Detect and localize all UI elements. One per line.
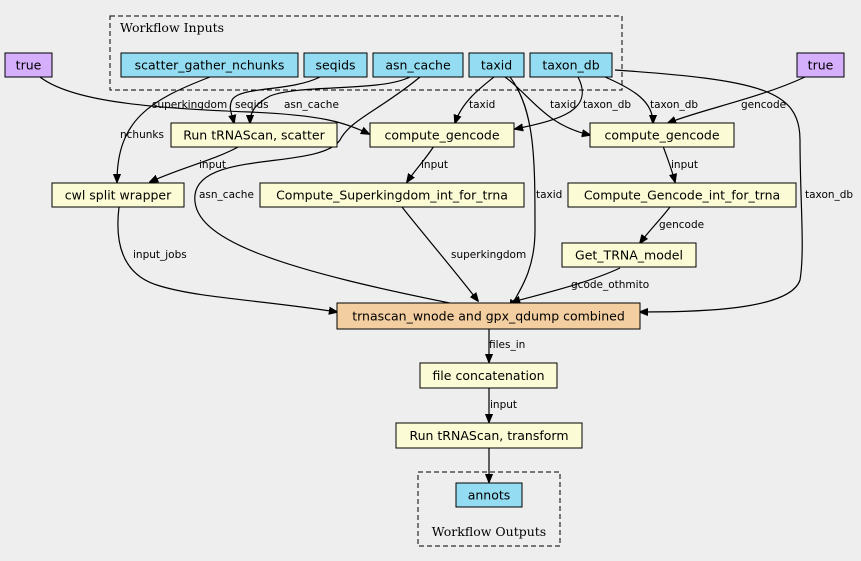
edge-gcode-othmito	[512, 267, 621, 302]
node-taxon-db[interactable]: taxon_db	[529, 52, 613, 78]
node-compute-gencode-2[interactable]: compute_gencode	[589, 122, 735, 148]
edges	[39, 69, 806, 482]
node-trnascan-combined[interactable]: trnascan_wnode and gpx_qdump combined	[336, 302, 641, 330]
edge-input-3	[662, 145, 675, 182]
node-true-left[interactable]: true	[4, 52, 53, 78]
label-files-in: files_in	[489, 339, 525, 351]
nodes: true true scatter_gather_nchunks seqids …	[4, 52, 845, 508]
node-run-trnascan-transform[interactable]: Run tRNAScan, transform	[395, 422, 583, 449]
svg-text:cwl split wrapper: cwl split wrapper	[65, 188, 172, 203]
node-run-trnascan-scatter[interactable]: Run tRNAScan, scatter	[170, 122, 338, 148]
edge-gencode-mid	[640, 206, 671, 243]
label-asn-cache-long: asn_cache	[199, 189, 254, 201]
label-taxid-1: taxid	[469, 99, 495, 111]
label-input-4: input	[490, 399, 517, 411]
svg-text:annots: annots	[468, 488, 511, 503]
edge-taxon-db-long	[614, 69, 803, 312]
label-taxon-db-1: taxon_db	[583, 99, 631, 111]
label-taxon-db-2: taxon_db	[650, 99, 698, 111]
node-taxid[interactable]: taxid	[468, 52, 525, 78]
edge-taxid-2	[504, 76, 590, 135]
edge-seqids	[230, 76, 321, 123]
node-compute-superkingdom[interactable]: Compute_Superkingdom_int_for_trna	[259, 182, 525, 208]
node-compute-gencode-int[interactable]: Compute_Gencode_int_for_trna	[567, 182, 797, 208]
svg-text:taxon_db: taxon_db	[542, 58, 599, 73]
node-scatter-gather-nchunks[interactable]: scatter_gather_nchunks	[120, 52, 299, 78]
label-asn-cache-top: asn_cache	[284, 99, 339, 111]
svg-text:true: true	[808, 58, 834, 73]
edge-input-1	[150, 145, 241, 182]
edge-input-2	[407, 145, 435, 182]
label-input-1: input	[199, 159, 226, 171]
svg-text:compute_gencode: compute_gencode	[604, 128, 719, 143]
label-input-jobs: input_jobs	[133, 249, 187, 261]
label-taxid-long: taxid	[536, 189, 562, 201]
node-file-concatenation[interactable]: file concatenation	[419, 362, 558, 389]
svg-text:trnascan_wnode and gpx_qdump c: trnascan_wnode and gpx_qdump combined	[352, 309, 625, 324]
svg-text:asn_cache: asn_cache	[385, 58, 451, 73]
edge-labels: superkingdom seqids asn_cache taxid taxi…	[120, 99, 853, 411]
node-cwl-split-wrapper[interactable]: cwl split wrapper	[51, 182, 185, 208]
edge-superkingdom-mid	[401, 206, 478, 301]
label-seqids: seqids	[235, 99, 269, 111]
edge-asn-cache-long	[194, 76, 475, 308]
label-superkingdom-mid: superkingdom	[451, 249, 526, 261]
edge-taxid-1	[455, 76, 495, 123]
edge-taxon-db-2	[604, 76, 653, 123]
edge-true-to-compute-gencode	[39, 76, 369, 134]
node-asn-cache[interactable]: asn_cache	[372, 52, 464, 78]
edge-taxid-long	[510, 76, 536, 308]
edge-asn-cache-top	[250, 76, 411, 123]
label-input-3: input	[671, 159, 698, 171]
edge-taxon-db-1	[515, 76, 583, 129]
svg-text:scatter_gather_nchunks: scatter_gather_nchunks	[135, 58, 285, 73]
svg-text:Run tRNAScan, transform: Run tRNAScan, transform	[409, 428, 568, 443]
svg-text:Get_TRNA_model: Get_TRNA_model	[575, 248, 683, 263]
workflow-outputs-title: Workflow Outputs	[432, 524, 546, 539]
edge-gencode-top	[668, 76, 806, 123]
svg-text:taxid: taxid	[481, 58, 512, 73]
label-input-2: input	[421, 159, 448, 171]
label-nchunks: nchunks	[120, 129, 164, 141]
label-taxid-2: taxid	[550, 99, 576, 111]
edge-nchunks	[117, 76, 211, 182]
svg-text:true: true	[16, 58, 42, 73]
node-seqids[interactable]: seqids	[303, 52, 368, 78]
svg-text:Compute_Gencode_int_for_trna: Compute_Gencode_int_for_trna	[584, 188, 780, 203]
node-true-right[interactable]: true	[796, 52, 845, 78]
workflow-inputs-title: Workflow Inputs	[120, 20, 224, 35]
label-superkingdom-top: superkingdom	[152, 99, 227, 111]
svg-text:Compute_Superkingdom_int_for_t: Compute_Superkingdom_int_for_trna	[276, 188, 508, 203]
node-annots[interactable]: annots	[455, 482, 523, 508]
svg-text:Run tRNAScan, scatter: Run tRNAScan, scatter	[183, 128, 325, 143]
workflow-inputs-cluster: Workflow Inputs	[109, 15, 623, 91]
svg-text:file concatenation: file concatenation	[432, 368, 544, 383]
edge-input-jobs	[117, 206, 337, 312]
label-gcode-othmito: gcode_othmito	[571, 279, 649, 291]
svg-text:seqids: seqids	[315, 58, 355, 73]
label-taxon-db-long: taxon_db	[805, 189, 853, 201]
label-gencode-mid: gencode	[659, 219, 704, 231]
workflow-outputs-cluster: Workflow Outputs	[417, 471, 561, 547]
node-compute-gencode-1[interactable]: compute_gencode	[369, 122, 515, 148]
node-get-trna-model[interactable]: Get_TRNA_model	[561, 242, 697, 268]
svg-text:compute_gencode: compute_gencode	[384, 128, 499, 143]
label-gencode-top: gencode	[741, 99, 786, 111]
